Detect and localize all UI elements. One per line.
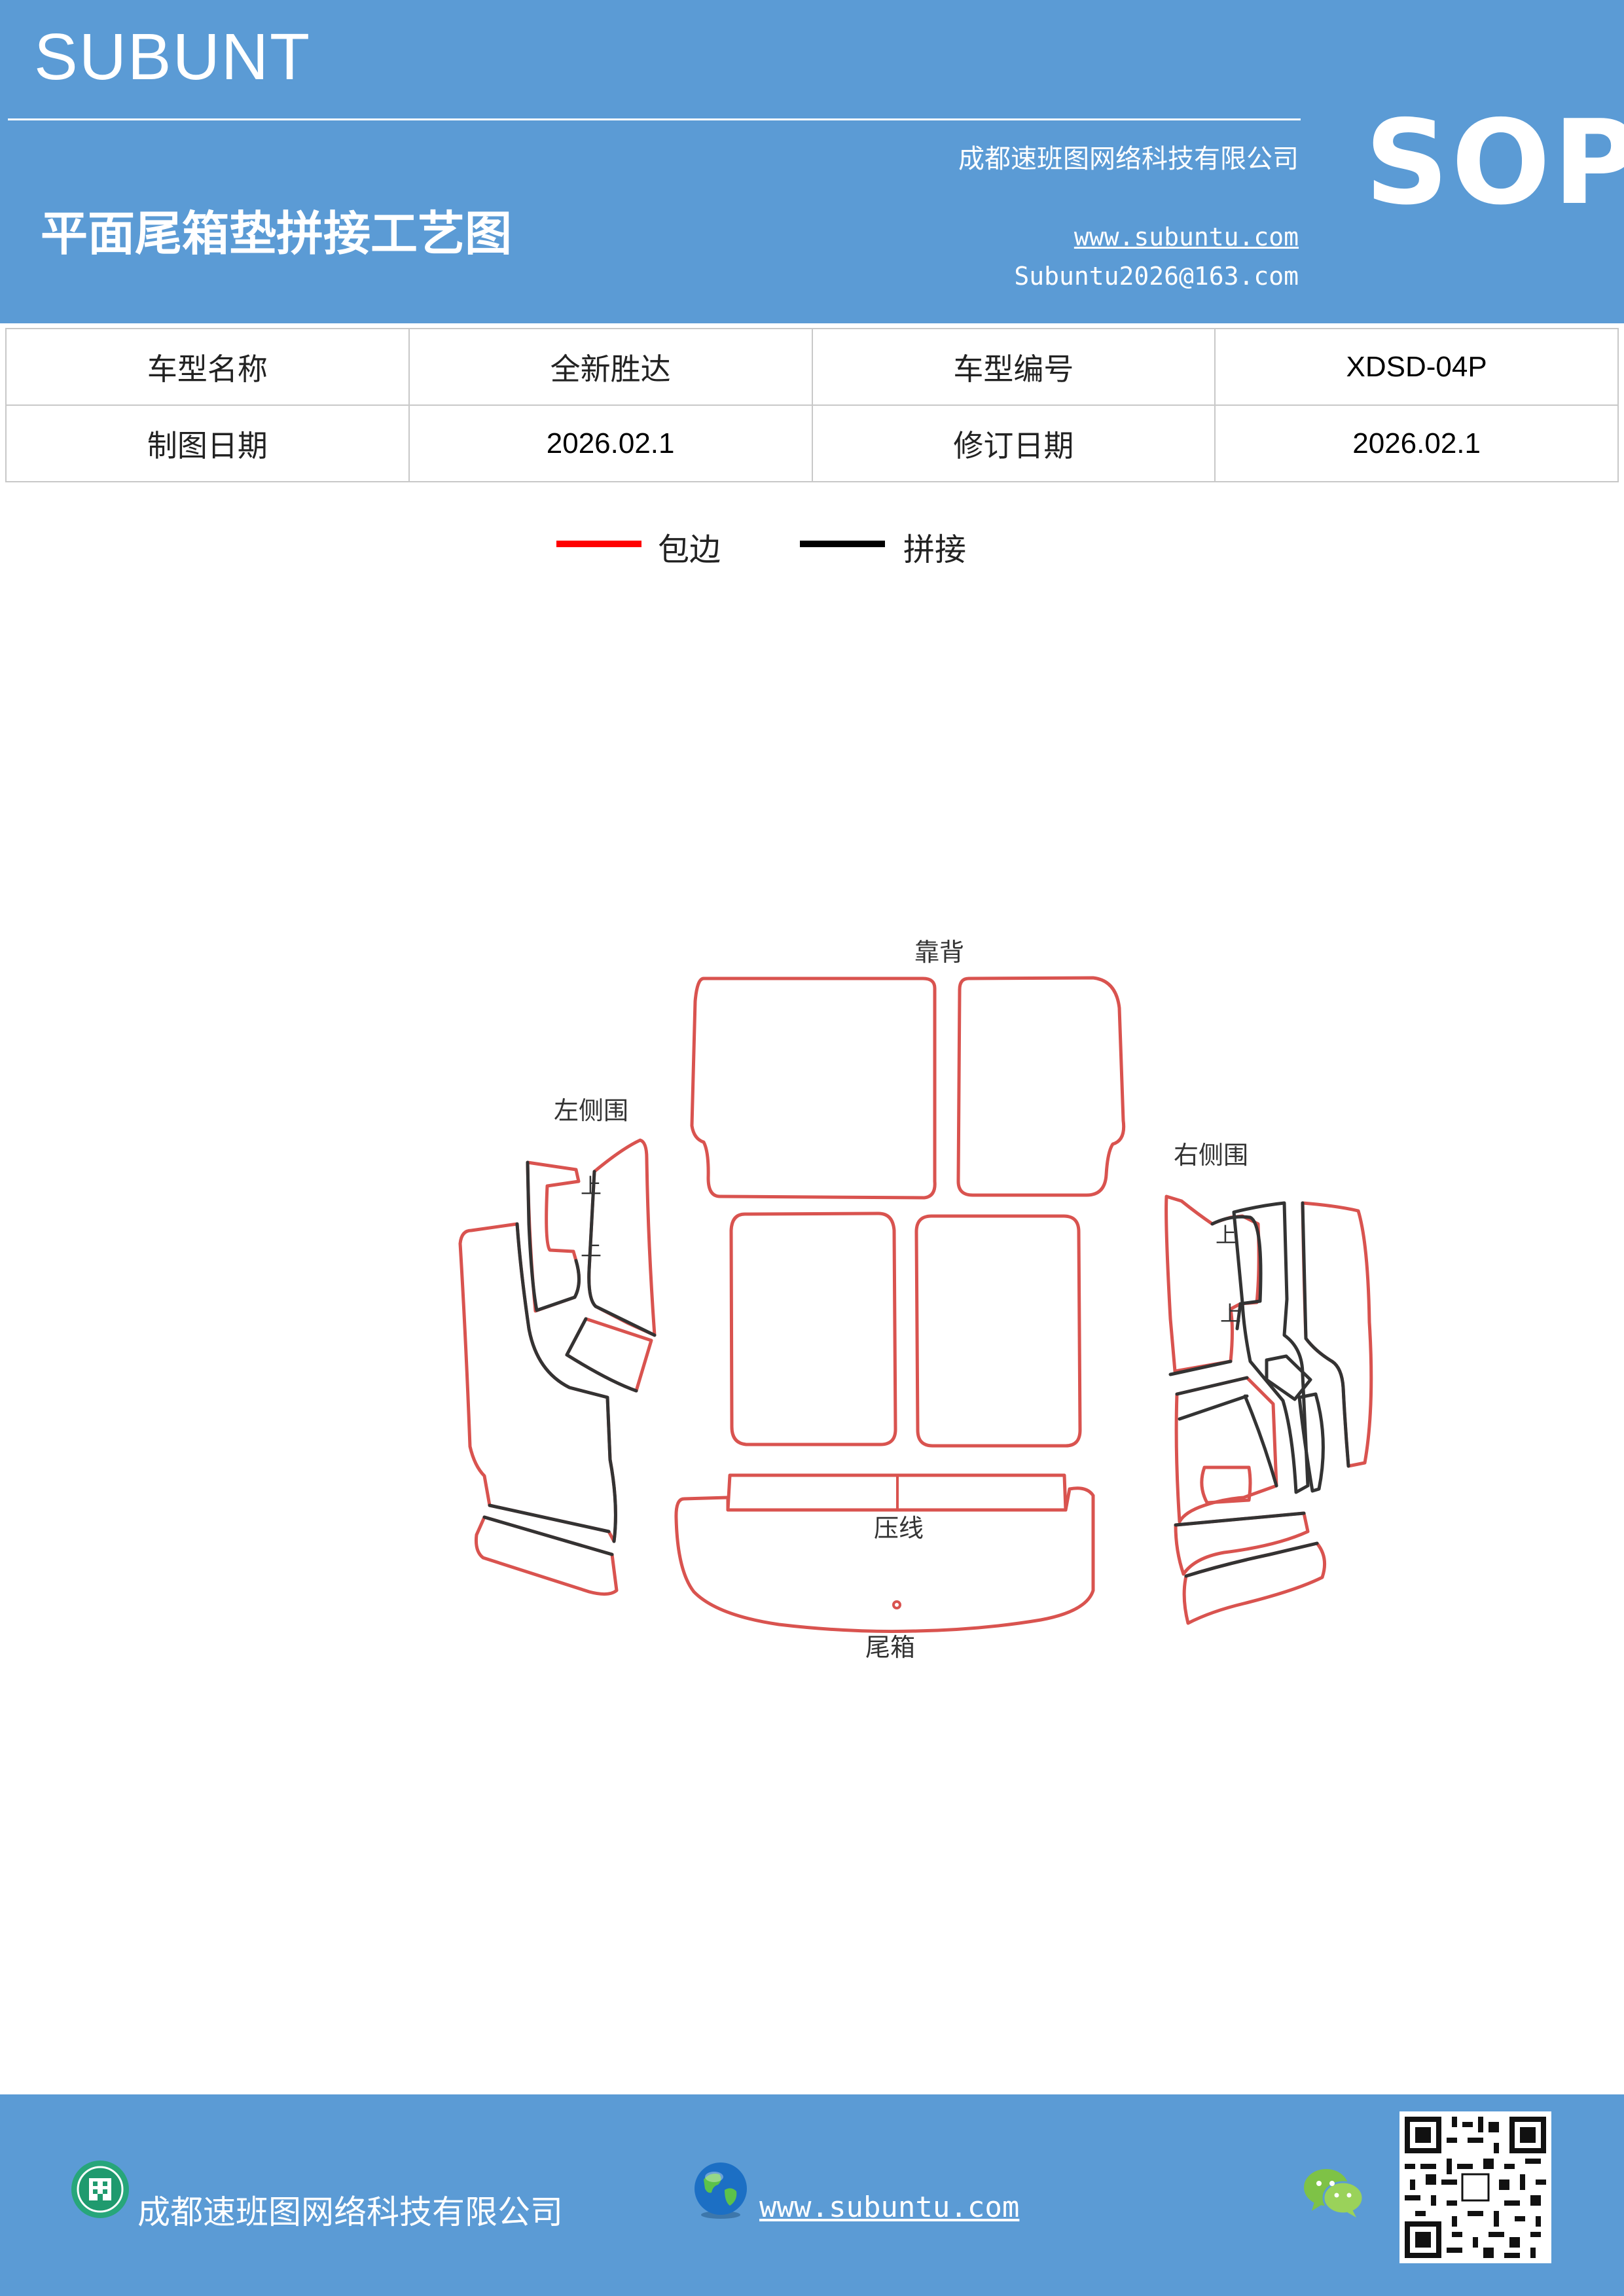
table-cell-label: 车型编号 — [811, 328, 1216, 406]
wechat-icon — [1304, 2169, 1364, 2217]
left-side-strip-splice — [587, 1170, 657, 1337]
right-side-lower-1 — [1174, 1511, 1310, 1576]
trunk-hole — [892, 1600, 901, 1609]
label-right-side: 右侧围 — [1174, 1141, 1248, 1170]
right-side-small-strip — [1297, 1392, 1325, 1493]
right-side-lower-2-splice — [1184, 1541, 1319, 1578]
label-left-side: 左侧围 — [554, 1096, 628, 1125]
right-side-lower-2 — [1182, 1541, 1327, 1625]
right-side-pocket — [1200, 1465, 1252, 1505]
header-banner: SUBUNT 成都速班图网络科技有限公司 SOP 平面尾箱垫拼接工艺图 www.… — [0, 0, 1624, 323]
label-trunk: 尾箱 — [865, 1633, 915, 1662]
up-mark: 上 — [581, 1236, 602, 1261]
left-side-upper — [526, 1160, 581, 1313]
document-title: 平面尾箱垫拼接工艺图 — [41, 206, 513, 261]
right-side-small-diamond — [1265, 1354, 1312, 1401]
left-side-block-splice — [565, 1317, 638, 1393]
qr-code[interactable] — [1399, 2111, 1551, 2263]
table-cell-label: 制图日期 — [5, 404, 410, 482]
globe-icon — [695, 2162, 747, 2219]
table-cell-label: 修订日期 — [811, 404, 1216, 482]
label-press-line: 压线 — [874, 1514, 924, 1543]
right-side-middle-splice — [1175, 1376, 1278, 1488]
table-cell-value: 2026.02.1 — [1214, 404, 1619, 482]
right-side-middle — [1174, 1376, 1278, 1524]
left-side-bottom — [475, 1515, 619, 1596]
sop-badge: SOP — [1365, 95, 1624, 230]
right-side-lower-1-splice — [1174, 1511, 1306, 1527]
left-side-upper-splice — [526, 1160, 581, 1312]
floor-panel-left — [729, 1211, 897, 1446]
left-side-main-splice — [488, 1222, 617, 1543]
floor-panel-right — [914, 1214, 1082, 1448]
up-mark: 上 — [1220, 1301, 1241, 1326]
table-cell-value: 2026.02.1 — [408, 404, 813, 482]
footer-banner: 成都速班图网络科技有限公司 www.subuntu.com — [0, 2094, 1624, 2296]
right-side-outer-splice — [1301, 1201, 1350, 1468]
left-side-main — [458, 1222, 617, 1543]
right-side-column — [1232, 1201, 1310, 1494]
header-divider — [8, 118, 1301, 120]
brand-name: SUBUNT — [34, 20, 312, 94]
legend-swatch-splice — [800, 541, 885, 547]
building-icon — [71, 2161, 129, 2218]
header-company: 成都速班图网络科技有限公司 — [958, 144, 1299, 174]
table-cell-value: 全新胜达 — [408, 328, 813, 406]
right-side-upper-splice — [1168, 1215, 1263, 1376]
legend: 包边 拼接 — [0, 524, 1624, 576]
legend-label-splice: 拼接 — [903, 531, 967, 568]
table-cell-value: XDSD-04P — [1214, 328, 1619, 406]
table-row: 车型名称 全新胜达 车型编号 XDSD-04P — [5, 328, 1619, 406]
vehicle-info-table: 车型名称 全新胜达 车型编号 XDSD-04P 制图日期 2026.02.1 修… — [5, 328, 1619, 482]
table-cell-label: 车型名称 — [5, 328, 410, 406]
footer-website-link[interactable]: www.subuntu.com — [759, 2191, 1020, 2224]
backrest-panel-right — [956, 976, 1126, 1197]
table-row: 制图日期 2026.02.1 修订日期 2026.02.1 — [5, 404, 1619, 482]
left-side-bottom-splice — [482, 1515, 614, 1556]
up-mark: 上 — [581, 1174, 602, 1198]
backrest-panel-left — [690, 977, 937, 1200]
header-website-link[interactable]: www.subuntu.com — [1074, 223, 1299, 251]
legend-label-binding: 包边 — [658, 531, 721, 568]
right-side-outer — [1301, 1201, 1373, 1468]
up-mark: 上 — [1216, 1223, 1236, 1247]
label-backrest: 靠背 — [914, 938, 964, 967]
legend-swatch-binding — [556, 541, 641, 547]
footer-company: 成都速班图网络科技有限公司 — [137, 2193, 563, 2231]
header-email[interactable]: Subuntu2026@163.com — [1014, 262, 1299, 291]
trunk-mat-diagram: 靠背 左侧围 右侧围 压线 尾箱 上 上 上 上 — [458, 938, 1373, 1662]
trunk-panel — [674, 1486, 1095, 1634]
